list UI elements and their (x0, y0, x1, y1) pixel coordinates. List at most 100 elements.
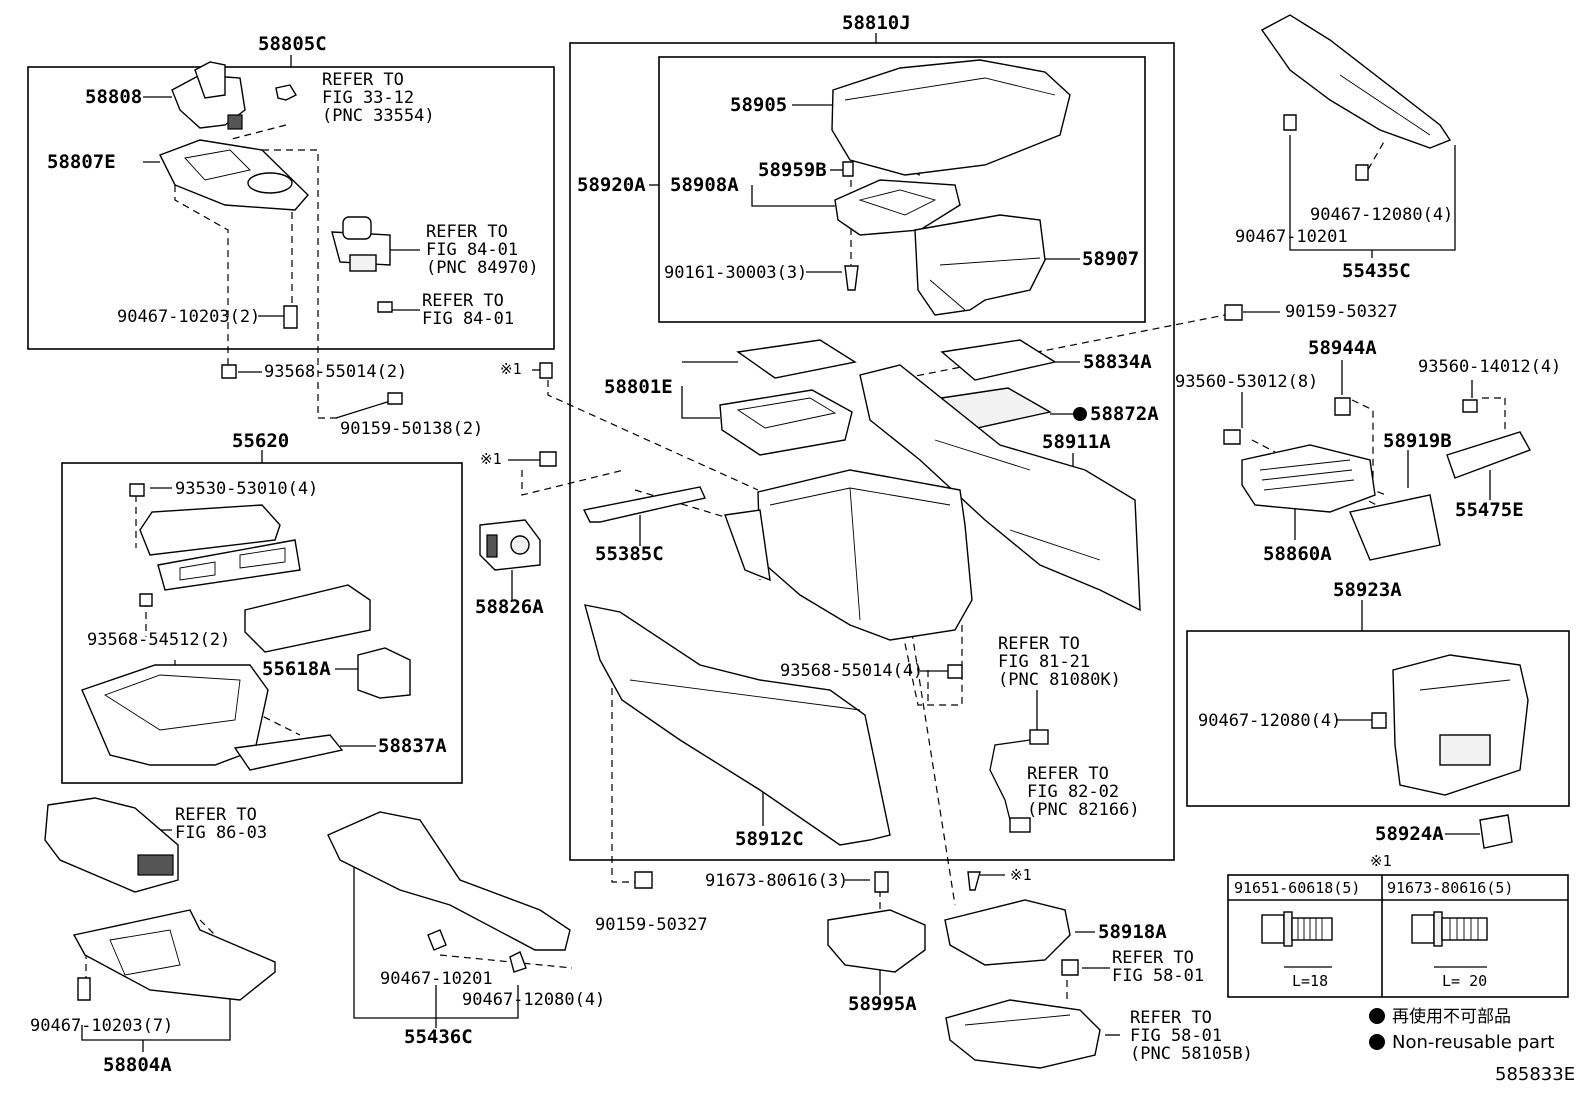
label-90467-10201-a: 90467-10201 (380, 969, 493, 989)
label-58805C: 58805C (258, 33, 327, 55)
label-55618A: 55618A (262, 658, 331, 680)
label-refer-58-01-line2: FIG 58-01 (1112, 966, 1204, 986)
part-58860A-drawing (1223, 397, 1376, 513)
part-58907-drawing (914, 214, 1046, 316)
part-58919B-drawing (1349, 494, 1441, 561)
label-refer-84-01-line2: FIG 84-01 (426, 240, 518, 260)
label-refer-33-12-line2: FIG 33-12 (322, 88, 414, 108)
label-refer-58-01b-line2: FIG 58-01 (1130, 1026, 1222, 1046)
part-illustrations (44, 14, 1532, 1069)
label-refer-86-03-line2: FIG 86-03 (175, 823, 267, 843)
fastener-91673-drawing (1411, 911, 1488, 968)
label-58924A: 58924A (1375, 823, 1444, 845)
harness-81080K-drawing (989, 729, 1049, 833)
label-55620: 55620 (232, 430, 289, 452)
label-90161-30003-3: 90161-30003(3) (664, 263, 807, 283)
label-93560-53012-8: 93560-53012(8) (1175, 372, 1318, 392)
label-93560-14012-4: 93560-14012(4) (1418, 357, 1561, 377)
label-93568-55014-4: 93568-55014(4) (780, 661, 923, 681)
label-refer-84-01-line3: (PNC 84970) (426, 258, 539, 278)
label-note1-a: ※1 (500, 360, 522, 378)
label-91673-80616-3: 91673-80616(3) (705, 871, 848, 891)
part-58905-drawing (831, 59, 1071, 176)
legend-non-reusable-jp: 再使用不可部品 (1392, 1006, 1511, 1027)
label-55385C: 55385C (595, 543, 664, 565)
label-58808: 58808 (85, 86, 142, 108)
label-58801E: 58801E (604, 376, 673, 398)
label-93530-53010-4: 93530-53010(4) (175, 479, 318, 499)
box-58105B-drawing (945, 999, 1101, 1069)
label-58834A: 58834A (1083, 351, 1152, 373)
label-refer-33-12-line1: REFER TO (322, 70, 404, 90)
label-refer-84-01b-line2: FIG 84-01 (422, 309, 514, 329)
part-58995A-drawing (827, 871, 926, 973)
label-90467-12080-4-b: 90467-12080(4) (1310, 205, 1453, 225)
label-refer-82-02-line1: REFER TO (1027, 764, 1109, 784)
label-91673-80616-5: 91673-80616(5) (1387, 879, 1513, 897)
label-91651-60618-5: 91651-60618(5) (1234, 879, 1360, 897)
label-90467-10201-b: 90467-10201 (1235, 227, 1348, 247)
label-58912C: 58912C (735, 828, 804, 850)
part-58923A-drawing (1371, 654, 1529, 796)
part-58826A-drawing (479, 519, 541, 571)
diagram-id: 585833E (1495, 1064, 1575, 1085)
label-58959B: 58959B (758, 159, 827, 181)
label-refer-86-03-line1: REFER TO (175, 805, 257, 825)
label-55435C: 55435C (1342, 260, 1411, 282)
unit-86-03-drawing (44, 797, 179, 893)
non-reusable-mark-58872A (1073, 407, 1087, 421)
label-58944A: 58944A (1308, 337, 1377, 359)
part-58808-drawing (171, 61, 246, 130)
part-58924A-drawing (1479, 814, 1513, 849)
console-body-drawing (724, 469, 973, 641)
label-refer-82-02-line2: FIG 82-02 (1027, 782, 1119, 802)
label-90467-12080-4-a: 90467-12080(4) (462, 990, 605, 1010)
label-58911A: 58911A (1042, 431, 1111, 453)
label-58804A: 58804A (103, 1054, 172, 1076)
label-refer-58-01b-line1: REFER TO (1130, 1008, 1212, 1028)
legend-dot-en (1369, 1034, 1385, 1050)
label-90467-10203-7: 90467-10203(7) (30, 1016, 173, 1036)
label-refer-33-12-line3: (PNC 33554) (322, 106, 435, 126)
label-58907: 58907 (1082, 248, 1139, 270)
fastener-table (1227, 874, 1569, 998)
part-55475E-drawing (1446, 431, 1532, 479)
group-box-58923A (1186, 630, 1570, 807)
label-58872A: 58872A (1090, 403, 1159, 425)
legend-dot-jp (1369, 1008, 1385, 1024)
part-58804A-drawing (72, 909, 276, 1001)
label-58807E: 58807E (47, 151, 116, 173)
part-58807E-drawing (159, 139, 309, 211)
label-refer-84-01b-line1: REFER TO (422, 291, 504, 311)
labels: 58805C 58808 58807E REFER TO FIG 33-12 (… (30, 12, 1575, 1085)
part-55620-drawing (81, 483, 411, 771)
part-58918A-drawing (944, 871, 1079, 976)
label-58919B: 58919B (1383, 430, 1452, 452)
label-55436C: 55436C (404, 1026, 473, 1048)
clip-33554-drawing (275, 84, 297, 101)
label-58837A: 58837A (378, 735, 447, 757)
screws-58805C (221, 301, 403, 405)
fasteners-centre (539, 304, 1243, 889)
label-refer-81-21-line2: FIG 81-21 (998, 652, 1090, 672)
label-length-18: L=18 (1292, 972, 1328, 990)
label-refer-81-21-line1: REFER TO (998, 634, 1080, 654)
part-55435C-drawing (1260, 14, 1452, 181)
label-90467-12080-4-c: 90467-12080(4) (1198, 711, 1341, 731)
fastener-91651-drawing (1261, 911, 1333, 968)
label-58995A: 58995A (848, 993, 917, 1015)
label-93568-55014-2: 93568-55014(2) (264, 362, 407, 382)
label-90159-50138-2: 90159-50138(2) (340, 419, 483, 439)
part-58908A-drawing (834, 161, 961, 291)
label-58810J: 58810J (842, 12, 911, 34)
label-58908A: 58908A (670, 174, 739, 196)
label-93568-54512-2: 93568-54512(2) (87, 630, 230, 650)
label-58923A: 58923A (1333, 579, 1402, 601)
label-note1-c: ※1 (1010, 866, 1032, 884)
label-length-20: L= 20 (1442, 972, 1487, 990)
label-note1-d: ※1 (1370, 852, 1392, 870)
switch-84970-drawing (331, 216, 391, 272)
label-note1-b: ※1 (480, 450, 502, 468)
label-refer-81-21-line3: (PNC 81080K) (998, 670, 1121, 690)
part-58801E-drawing (719, 339, 857, 456)
